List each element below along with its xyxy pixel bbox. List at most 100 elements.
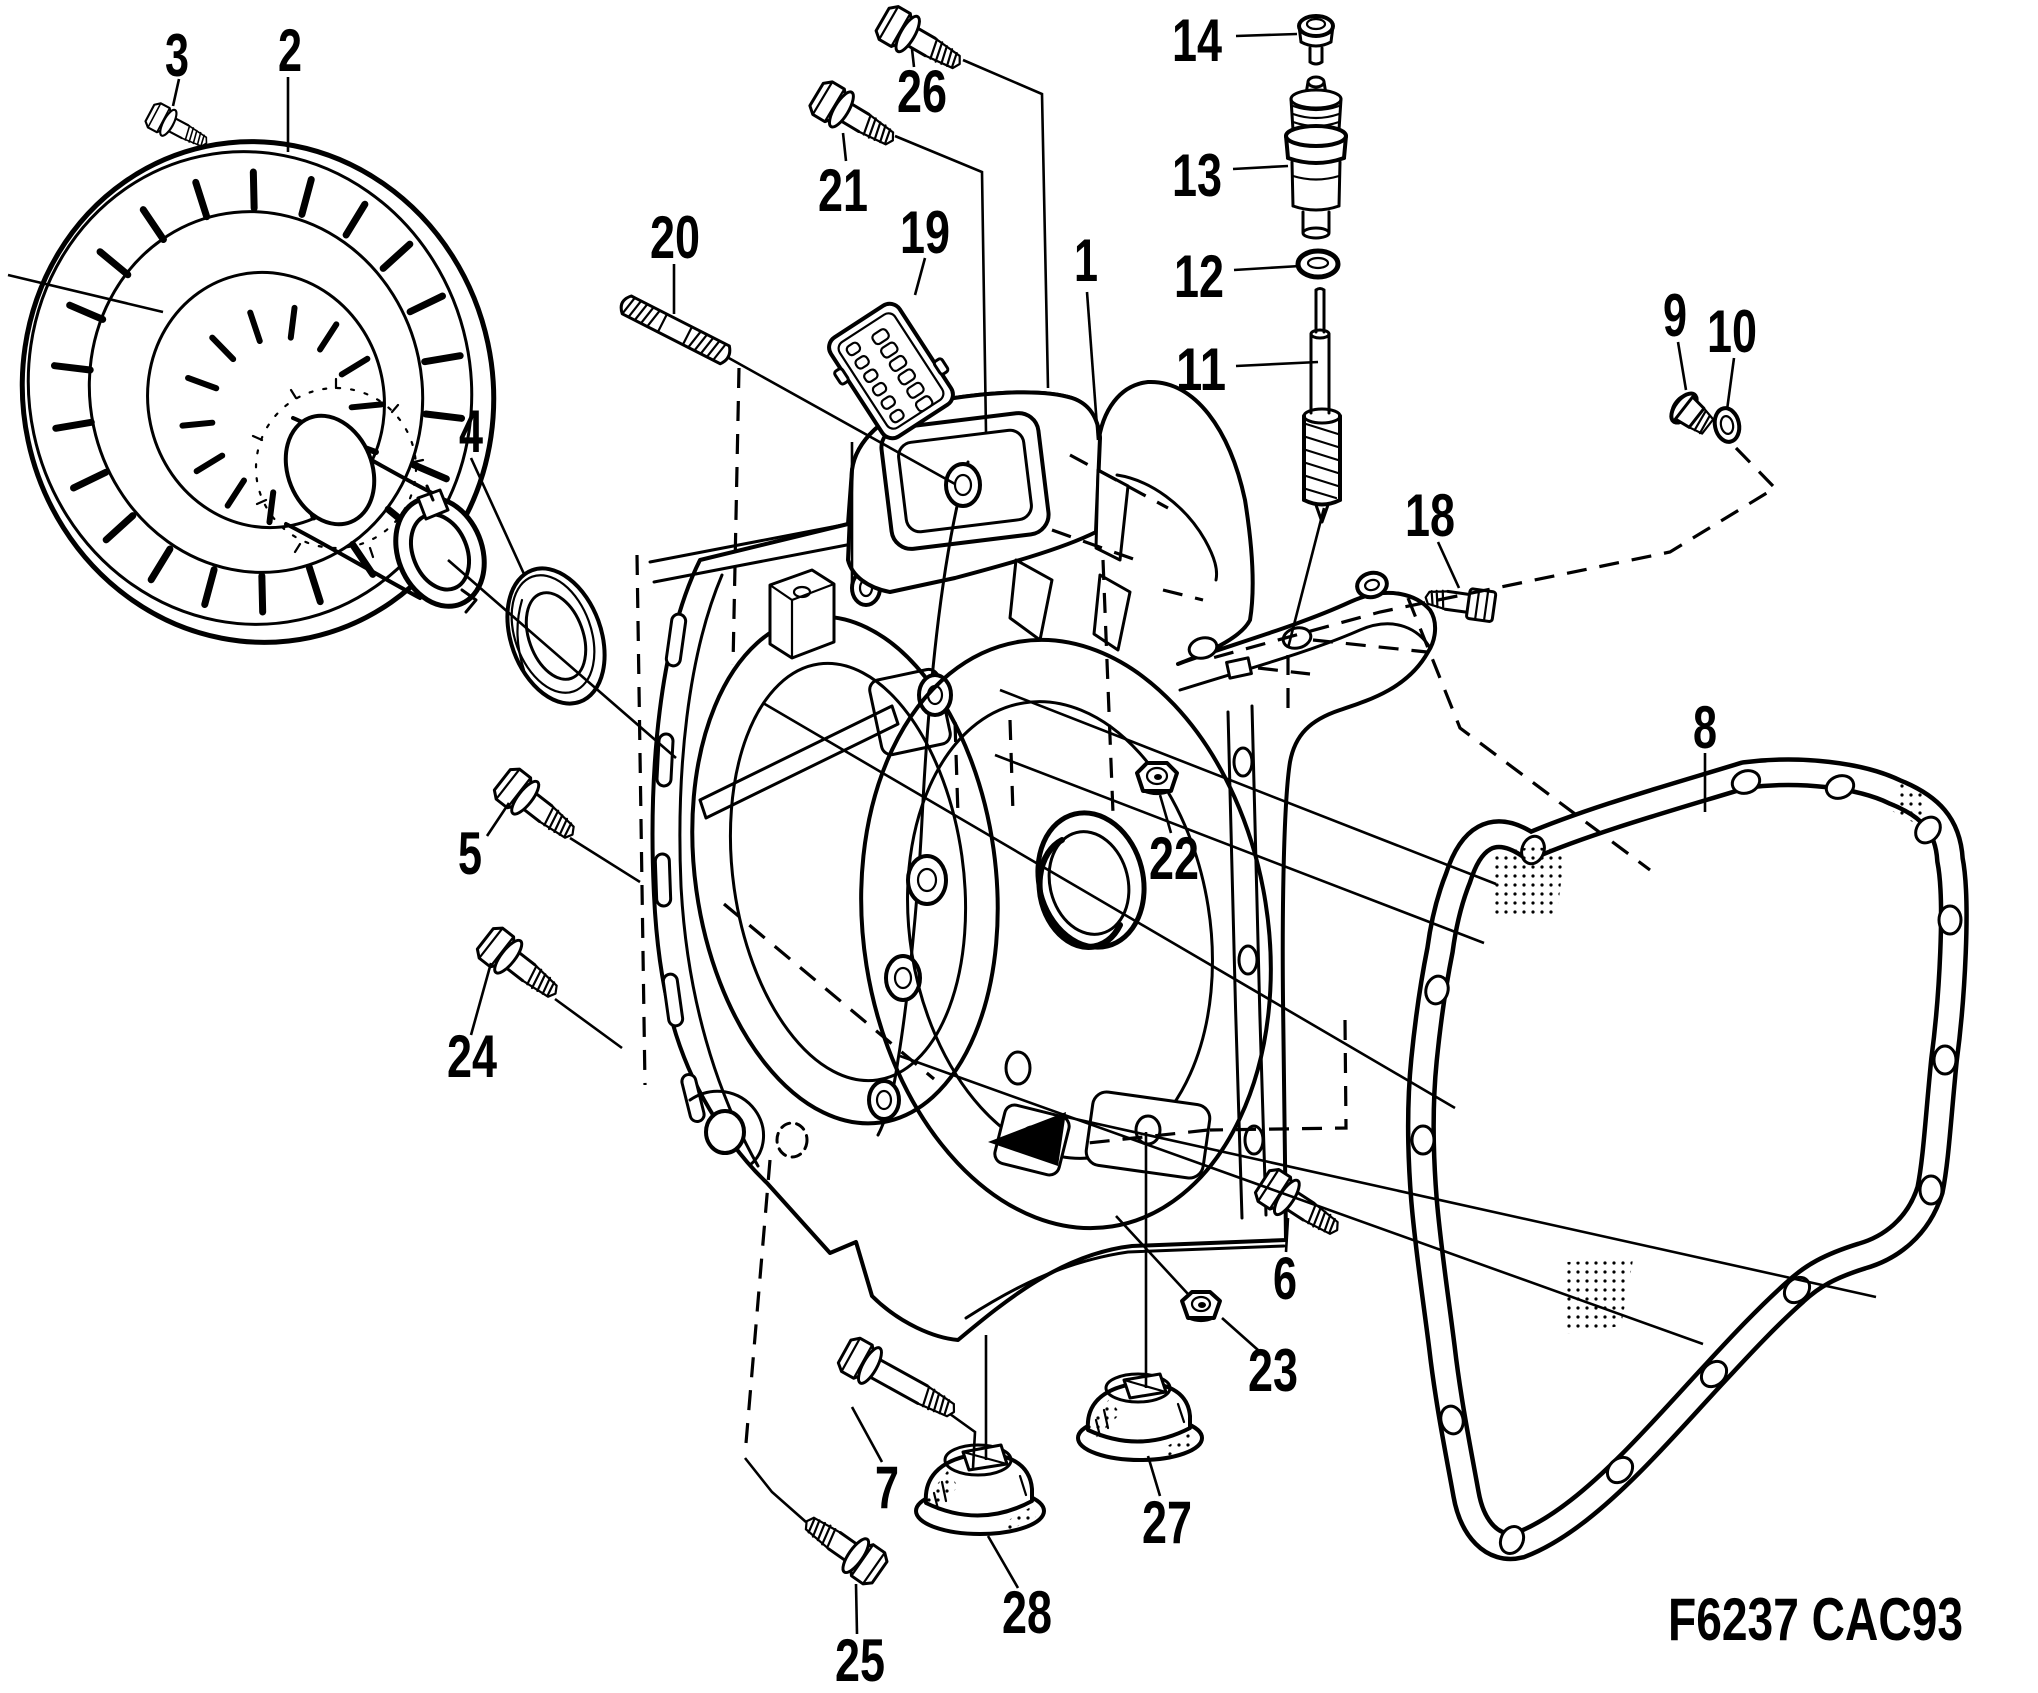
hidden-line xyxy=(1257,666,1311,676)
diagram-line xyxy=(1221,1317,1259,1351)
callout-14: 14 xyxy=(1172,7,1298,74)
diagram-line xyxy=(949,1412,977,1469)
callout-3: 3 xyxy=(165,22,189,107)
part-7-hex-bolt xyxy=(833,1332,966,1432)
callout-19: 19 xyxy=(900,199,950,296)
diagram-line xyxy=(899,1054,1704,1346)
part-1-converter-housing xyxy=(648,379,1437,1342)
hidden-line xyxy=(722,902,936,1081)
callout-label-21: 21 xyxy=(818,157,868,224)
part-19-vent-grid-plate xyxy=(827,301,955,441)
part-4-seal-ring xyxy=(505,566,607,706)
callout-label-18: 18 xyxy=(1405,482,1455,549)
callout-12: 12 xyxy=(1174,243,1301,310)
diagram-line xyxy=(1284,1217,1290,1253)
hidden-line xyxy=(1087,1128,1209,1145)
callout-label-22: 22 xyxy=(1149,825,1199,892)
hidden-line xyxy=(1312,638,1428,654)
hidden-line xyxy=(1051,528,1137,562)
callout-26: 26 xyxy=(897,48,947,125)
diagram-line xyxy=(841,132,848,162)
diagram-line xyxy=(569,836,641,884)
diagram-line xyxy=(1158,794,1173,834)
callout-10: 10 xyxy=(1707,298,1757,411)
callout-21: 21 xyxy=(818,132,868,224)
part-22-hex-nut xyxy=(1135,761,1179,796)
diagram-line xyxy=(850,1406,884,1463)
part-11-speedometer-gear-shaft xyxy=(1302,287,1342,524)
callout-label-3: 3 xyxy=(165,22,189,89)
drawing-code: F6237 CAC93 xyxy=(1668,1586,1963,1653)
hidden-line xyxy=(1008,719,1015,814)
diagram-line xyxy=(7,273,164,314)
diagram-line xyxy=(1436,541,1461,589)
diagram-line xyxy=(1725,357,1736,411)
callout-20: 20 xyxy=(650,204,700,314)
callout-1: 1 xyxy=(1074,227,1100,441)
callout-label-11: 11 xyxy=(1176,336,1226,403)
part-10-washer-ring xyxy=(1712,406,1742,444)
diagram-line xyxy=(171,78,181,107)
callout-label-25: 25 xyxy=(835,1627,885,1693)
callout-label-6: 6 xyxy=(1273,1245,1297,1312)
callout-23: 23 xyxy=(1221,1317,1298,1404)
callout-label-26: 26 xyxy=(897,58,947,125)
housing-ear-bosses xyxy=(867,462,982,1121)
callout-5: 5 xyxy=(458,802,511,887)
callout-27: 27 xyxy=(1142,1455,1192,1556)
diagram-line xyxy=(986,1535,1020,1589)
hidden-line xyxy=(1162,588,1204,602)
part-9-plug xyxy=(1669,391,1715,435)
part-28-rubber-mount xyxy=(914,1443,1046,1536)
diagram-line xyxy=(994,753,1485,945)
callout-28: 28 xyxy=(986,1535,1052,1646)
callout-4: 4 xyxy=(459,398,526,575)
callout-22: 22 xyxy=(1149,794,1199,892)
diagram-line xyxy=(1286,507,1326,649)
callout-25: 25 xyxy=(835,1583,885,1693)
callout-label-27: 27 xyxy=(1142,1489,1192,1556)
callout-label-14: 14 xyxy=(1172,7,1222,74)
diagram-line xyxy=(1146,1455,1162,1497)
hidden-line xyxy=(1406,597,1651,872)
callout-label-2: 2 xyxy=(278,17,302,84)
diagram-line xyxy=(1235,32,1298,38)
diagram-line xyxy=(469,457,526,575)
diagram-line xyxy=(1235,360,1319,368)
callout-label-4: 4 xyxy=(459,398,483,465)
hidden-line xyxy=(1204,446,1778,662)
diagram-line xyxy=(1232,164,1289,171)
diagram-line xyxy=(469,962,493,1036)
callout-24: 24 xyxy=(447,962,497,1090)
diagram-line xyxy=(854,1583,859,1635)
diagram-line xyxy=(913,257,927,296)
callout-label-12: 12 xyxy=(1174,243,1224,310)
callout-8: 8 xyxy=(1693,694,1717,812)
hidden-line xyxy=(1101,559,1115,814)
diagram-line xyxy=(999,688,1497,886)
part-21-hex-bolt xyxy=(804,75,905,160)
diagram-line xyxy=(554,997,623,1050)
hidden-line xyxy=(1209,1019,1348,1132)
callout-7: 7 xyxy=(850,1406,899,1521)
diagram-line xyxy=(1085,291,1100,441)
part-14-protective-cap xyxy=(1297,14,1335,66)
part-24-hex-bolt xyxy=(471,921,570,1011)
diagram-line xyxy=(726,355,956,486)
callout-label-13: 13 xyxy=(1172,142,1222,209)
housing-flange-slots xyxy=(653,612,706,1123)
callout-label-10: 10 xyxy=(1707,298,1757,365)
hidden-line xyxy=(953,721,960,816)
part-2-torque-converter xyxy=(19,139,497,645)
callout-label-5: 5 xyxy=(458,820,482,887)
callout-label-28: 28 xyxy=(1002,1579,1052,1646)
callout-6: 6 xyxy=(1273,1217,1297,1312)
callout-2: 2 xyxy=(278,17,302,152)
callout-label-7: 7 xyxy=(875,1454,899,1521)
diagram-line xyxy=(485,802,511,837)
hidden-line xyxy=(731,367,741,666)
diagram-line xyxy=(762,701,1456,1110)
part-20-stud xyxy=(619,294,732,366)
